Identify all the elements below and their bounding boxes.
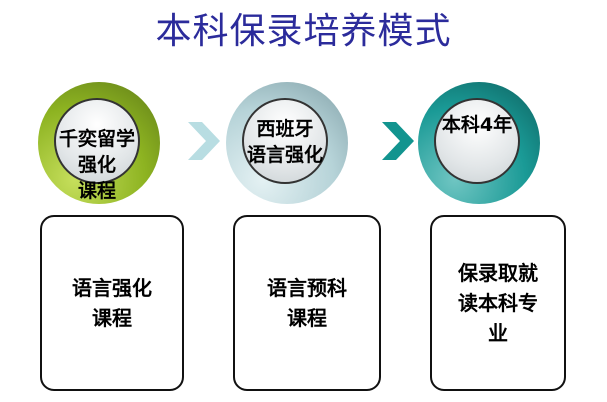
step-2-inner: 西班牙 语言强化	[242, 98, 328, 184]
chevron-right-icon	[188, 122, 220, 160]
step-1-circle: 千奕留学 强化 课程	[38, 82, 160, 204]
step-3-inner: 本科4年	[434, 98, 520, 184]
step-2-line: 西班牙	[256, 118, 314, 140]
step-2-circle: 西班牙 语言强化	[226, 82, 348, 204]
step-1-line: 强化	[77, 154, 116, 176]
step-2-box: 语言预科课程	[233, 215, 381, 391]
step-2-box-line: 语言预科	[267, 276, 347, 300]
step-3-box: 保录取就读本科专业	[430, 215, 566, 391]
step-1-box-line: 课程	[92, 306, 132, 330]
page-title: 本科保录培养模式	[155, 11, 452, 52]
step-2-box-line: 课程	[287, 306, 327, 330]
step-3-box-line: 读本科专	[458, 291, 538, 315]
step-3-circle: 本科4年	[418, 82, 540, 204]
chevron-right-icon	[382, 122, 414, 160]
step-1-box: 语言强化课程	[40, 215, 184, 391]
step-2-line: 语言强化	[246, 144, 323, 166]
step-3-box-line: 业	[488, 321, 508, 345]
step-3-box-line: 保录取就	[458, 261, 538, 285]
step-3-line: 本科4年	[441, 114, 513, 136]
step-1-box-line: 语言强化	[72, 276, 152, 300]
step-1-line: 千奕留学	[58, 128, 135, 150]
step-1-line: 课程	[77, 180, 116, 202]
step-1-inner: 千奕留学 强化 课程	[54, 98, 140, 202]
